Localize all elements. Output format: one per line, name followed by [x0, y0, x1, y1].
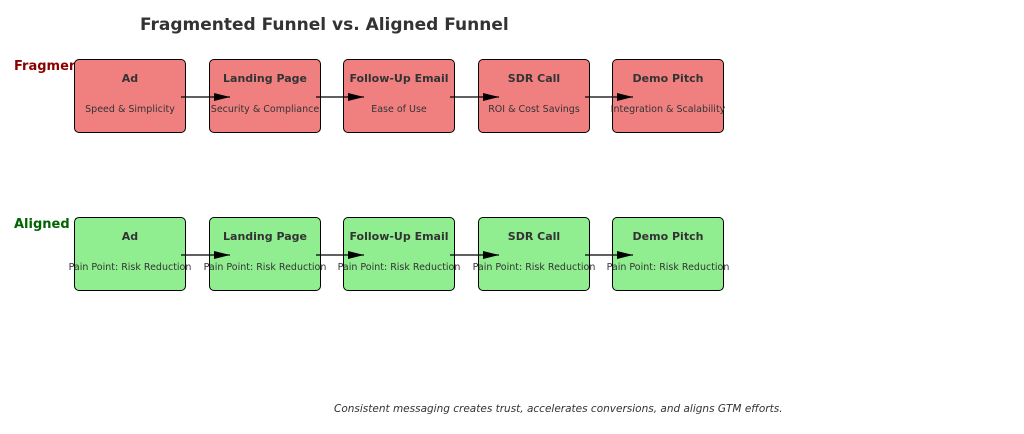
- step-message: ROI & Cost Savings: [488, 104, 580, 115]
- aligned-step-follow-up-email: Follow-Up Email Pain Point: Risk Reducti…: [338, 217, 460, 291]
- step-title: Demo Pitch: [632, 72, 704, 85]
- step-title: Ad: [121, 230, 139, 243]
- step-message: Pain Point: Risk Reduction: [337, 262, 461, 273]
- step-title: Ad: [121, 72, 139, 85]
- step-message: Integration & Scalability: [610, 104, 726, 115]
- step-message: Pain Point: Risk Reduction: [606, 262, 730, 273]
- aligned-step-ad: Ad Pain Point: Risk Reduction: [69, 217, 191, 291]
- step-message: Speed & Simplicity: [85, 104, 175, 115]
- step-title: Landing Page: [223, 230, 307, 243]
- diagram-title: Fragmented Funnel vs. Aligned Funnel: [140, 15, 509, 35]
- fragmented-step-sdr-call: SDR Call ROI & Cost Savings: [478, 59, 590, 133]
- aligned-step-demo-pitch: Demo Pitch Pain Point: Risk Reduction: [607, 217, 729, 291]
- aligned-step-sdr-call: SDR Call Pain Point: Risk Reduction: [473, 217, 595, 291]
- step-message: Security & Compliance: [210, 104, 320, 115]
- step-message: Pain Point: Risk Reduction: [68, 262, 192, 273]
- footer-caption: Consistent messaging creates trust, acce…: [334, 403, 783, 415]
- fragmented-step-follow-up-email: Follow-Up Email Ease of Use: [343, 59, 455, 133]
- step-title: Follow-Up Email: [349, 230, 449, 243]
- aligned-step-landing-page: Landing Page Pain Point: Risk Reduction: [204, 217, 326, 291]
- step-title: Landing Page: [223, 72, 307, 85]
- fragmented-step-landing-page: Landing Page Security & Compliance: [209, 59, 321, 133]
- step-title: SDR Call: [507, 230, 561, 243]
- step-title: SDR Call: [507, 72, 561, 85]
- step-message: Pain Point: Risk Reduction: [472, 262, 596, 273]
- step-title: Demo Pitch: [632, 230, 704, 243]
- step-message: Ease of Use: [371, 104, 427, 115]
- step-message: Pain Point: Risk Reduction: [203, 262, 327, 273]
- fragmented-step-ad: Ad Speed & Simplicity: [74, 59, 186, 133]
- fragmented-step-demo-pitch: Demo Pitch Integration & Scalability: [611, 59, 725, 133]
- step-title: Follow-Up Email: [349, 72, 449, 85]
